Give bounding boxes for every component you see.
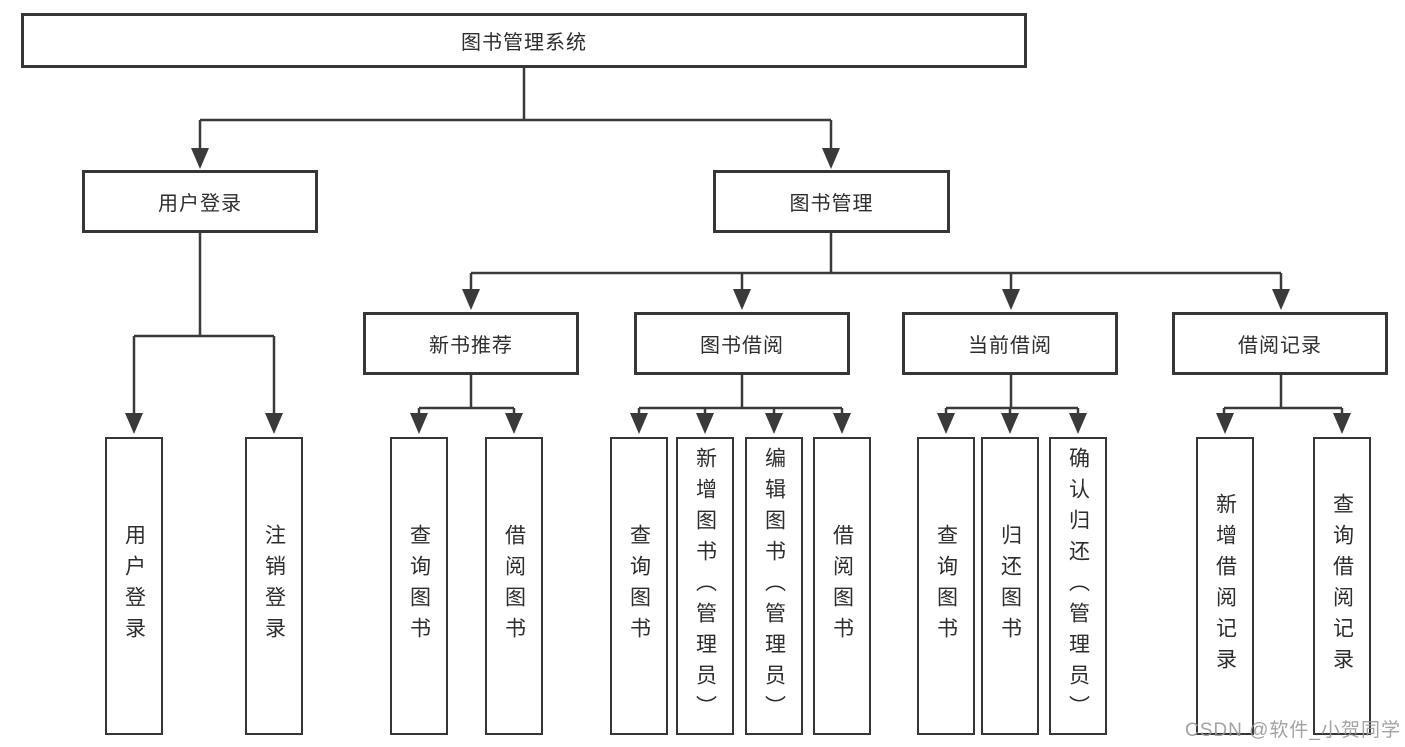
node-user-login: 用户登录	[82, 170, 318, 233]
node-book-management-label: 图书管理	[789, 193, 874, 215]
leaf-add-book-admin-label: 新增图书（管理员）	[693, 446, 717, 726]
leaf-user-login: 用户登录	[105, 437, 163, 735]
arrowhead	[462, 289, 480, 310]
csdn-watermark: CSDN @软件_小贺同学	[1185, 720, 1401, 741]
node-book-borrow-label: 图书借阅	[700, 335, 784, 357]
arrowhead	[1272, 289, 1290, 310]
arrowhead	[937, 413, 955, 434]
leaf-confirm-return-admin-label: 确认归还（管理员）	[1066, 446, 1090, 726]
leaf-query-books-recommend-label: 查询图书	[407, 524, 431, 648]
leaf-add-borrow-record-label: 新增借阅记录	[1213, 493, 1237, 679]
arrowhead	[191, 148, 209, 169]
leaf-query-books-borrow-label: 查询图书	[627, 524, 651, 648]
node-borrow-records: 借阅记录	[1172, 312, 1388, 375]
leaf-borrow-books-recommend: 借阅图书	[485, 437, 543, 735]
node-new-book-recommend-label: 新书推荐	[429, 335, 513, 357]
leaf-borrow-books-label: 借阅图书	[830, 524, 854, 648]
node-user-login-label: 用户登录	[158, 193, 242, 215]
leaf-return-book: 归还图书	[981, 437, 1039, 735]
leaf-query-books-current-label: 查询图书	[934, 524, 958, 648]
arrowhead	[630, 413, 648, 434]
leaf-return-book-label: 归还图书	[998, 524, 1022, 648]
leaf-add-book-admin: 新增图书（管理员）	[676, 437, 734, 735]
edge-book-borrow-to-leaves	[637, 375, 844, 415]
node-borrow-records-label: 借阅记录	[1238, 335, 1322, 357]
node-book-borrow: 图书借阅	[634, 312, 850, 375]
leaf-query-books-current: 查询图书	[917, 437, 975, 735]
edge-book-management-to-level3	[469, 233, 1283, 291]
edge-user-login-to-leaves	[132, 233, 276, 414]
arrowhead	[1069, 413, 1087, 434]
arrowheads	[125, 148, 1351, 434]
arrowhead	[125, 413, 143, 434]
leaf-query-borrow-record: 查询借阅记录	[1313, 437, 1371, 735]
edge-borrow-records-to-leaves	[1222, 375, 1344, 415]
arrowhead	[833, 413, 851, 434]
leaf-logout-label: 注销登录	[262, 524, 286, 648]
arrowhead	[765, 413, 783, 434]
arrowhead	[696, 413, 714, 434]
arrowhead	[1333, 413, 1351, 434]
node-root-label: 图书管理系统	[461, 32, 587, 54]
arrowhead	[265, 413, 283, 434]
leaf-edit-book-admin-label: 编辑图书（管理员）	[762, 446, 786, 726]
leaf-confirm-return-admin: 确认归还（管理员）	[1049, 437, 1107, 735]
leaf-query-books-borrow: 查询图书	[610, 437, 668, 735]
leaf-query-borrow-record-label: 查询借阅记录	[1330, 493, 1354, 679]
arrowhead	[1216, 413, 1234, 434]
leaf-borrow-books: 借阅图书	[813, 437, 871, 735]
leaf-user-login-label: 用户登录	[122, 524, 146, 648]
arrowhead	[822, 148, 840, 169]
leaf-add-borrow-record: 新增借阅记录	[1196, 437, 1254, 735]
edge-root-to-level2	[198, 68, 833, 150]
arrowhead	[733, 289, 751, 310]
node-root: 图书管理系统	[21, 13, 1027, 68]
node-current-borrow: 当前借阅	[902, 312, 1118, 375]
node-current-borrow-label: 当前借阅	[968, 335, 1052, 357]
arrowhead	[410, 413, 428, 434]
leaf-borrow-books-recommend-label: 借阅图书	[502, 524, 526, 648]
leaf-query-books-recommend: 查询图书	[390, 437, 448, 735]
arrowhead	[1001, 413, 1019, 434]
node-new-book-recommend: 新书推荐	[363, 312, 579, 375]
node-book-management: 图书管理	[713, 170, 950, 233]
arrowhead	[1002, 289, 1020, 310]
edge-new-book-recommend-to-leaves	[417, 375, 516, 415]
leaf-edit-book-admin: 编辑图书（管理员）	[745, 437, 803, 735]
edge-current-borrow-to-leaves	[944, 375, 1080, 415]
leaf-logout: 注销登录	[245, 437, 303, 735]
arrowhead	[505, 413, 523, 434]
